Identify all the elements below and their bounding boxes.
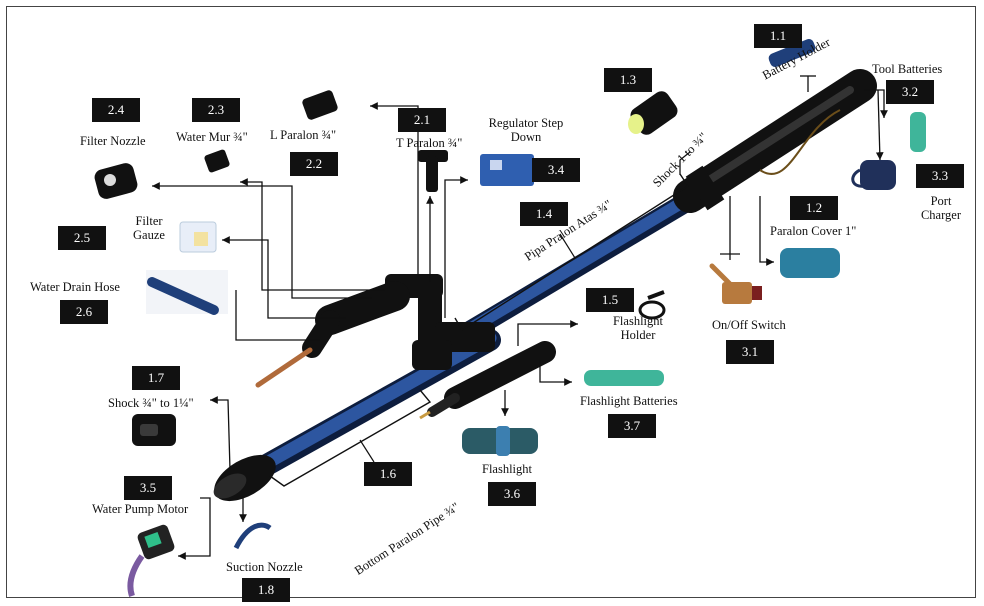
thumb-t-paralon — [418, 150, 448, 192]
label-water-mur: Water Mur ¾" — [176, 130, 248, 144]
badge-3-5: 3.5 — [124, 476, 172, 500]
badge-1-8: 1.8 — [242, 578, 290, 602]
label-flashlight-holder-line2: Holder — [598, 328, 678, 342]
label-flashlight-batteries: Flashlight Batteries — [580, 394, 678, 408]
label-paralon-cover: Paralon Cover 1" — [770, 224, 856, 238]
badge-1-1: 1.1 — [754, 24, 802, 48]
thumb-tool-batteries — [910, 112, 926, 152]
label-port-charger: Port Charger — [906, 194, 976, 222]
thumb-flashlight — [462, 426, 538, 456]
label-regulator-line1: Regulator Step — [476, 116, 576, 130]
label-water-pump-motor: Water Pump Motor — [92, 502, 188, 516]
badge-2-1: 2.1 — [398, 108, 446, 132]
badge-3-4: 3.4 — [532, 158, 580, 182]
thumb-filter-nozzle — [93, 161, 139, 200]
thumb-shock-1-7 — [132, 414, 176, 446]
thumb-shock-1-3 — [627, 88, 680, 138]
label-flashlight: Flashlight — [482, 462, 532, 476]
thumb-port-charger — [853, 160, 896, 190]
label-t-paralon: T Paralon ¾" — [396, 136, 462, 150]
label-port-charger-line1: Port — [906, 194, 976, 208]
thumb-water-mur — [204, 149, 231, 173]
badge-3-7: 3.7 — [608, 414, 656, 438]
badge-3-1: 3.1 — [726, 340, 774, 364]
bottom-pipe — [240, 338, 490, 480]
battery-holder-body — [690, 86, 860, 196]
thumb-flashlight-batteries — [584, 370, 664, 386]
label-port-charger-line2: Charger — [906, 208, 976, 222]
badge-1-6: 1.6 — [364, 462, 412, 486]
thumb-drain-hose — [146, 270, 228, 314]
label-tool-batteries: Tool Batteries — [872, 62, 942, 76]
thumb-paralon-cover — [780, 248, 840, 278]
badge-2-5: 2.5 — [58, 226, 106, 250]
badge-1-3: 1.3 — [604, 68, 652, 92]
label-flashlight-holder: Flashlight Holder — [598, 314, 678, 342]
badge-2-2: 2.2 — [290, 152, 338, 176]
badge-2-6: 2.6 — [60, 300, 108, 324]
badge-2-3: 2.3 — [192, 98, 240, 122]
badge-1-4: 1.4 — [520, 202, 568, 226]
label-suction-nozzle: Suction Nozzle — [226, 560, 303, 574]
label-regulator-line2: Down — [476, 130, 576, 144]
thumb-pump-motor — [130, 523, 175, 596]
badge-3-6: 3.6 — [488, 482, 536, 506]
label-shock-3-4-to-1-1-4: Shock ¾" to 1¼" — [108, 396, 194, 410]
label-water-drain-hose: Water Drain Hose — [30, 280, 120, 294]
badge-1-7: 1.7 — [132, 366, 180, 390]
badge-3-3: 3.3 — [916, 164, 964, 188]
thumb-suction-nozzle — [236, 525, 270, 548]
badge-3-2: 3.2 — [886, 80, 934, 104]
label-filter-nozzle: Filter Nozzle — [80, 134, 146, 148]
thumb-regulator — [480, 154, 534, 186]
label-on-off-switch: On/Off Switch — [712, 318, 786, 332]
badge-2-4: 2.4 — [92, 98, 140, 122]
badge-1-5: 1.5 — [586, 288, 634, 312]
thumb-filter-gauze — [180, 222, 216, 252]
label-l-paralon: L Paralon ¾" — [270, 128, 336, 142]
label-regulator: Regulator Step Down — [476, 116, 576, 144]
label-flashlight-holder-line1: Flashlight — [598, 314, 678, 328]
thumb-l-paralon — [301, 89, 339, 121]
label-filter-gauze: Filter Gauze — [124, 214, 174, 242]
badge-1-2: 1.2 — [790, 196, 838, 220]
label-filter-gauze-line2: Gauze — [124, 228, 174, 242]
drain-hose-tip — [258, 350, 310, 385]
label-filter-gauze-line1: Filter — [124, 214, 174, 228]
thumb-on-off-switch — [712, 266, 762, 304]
